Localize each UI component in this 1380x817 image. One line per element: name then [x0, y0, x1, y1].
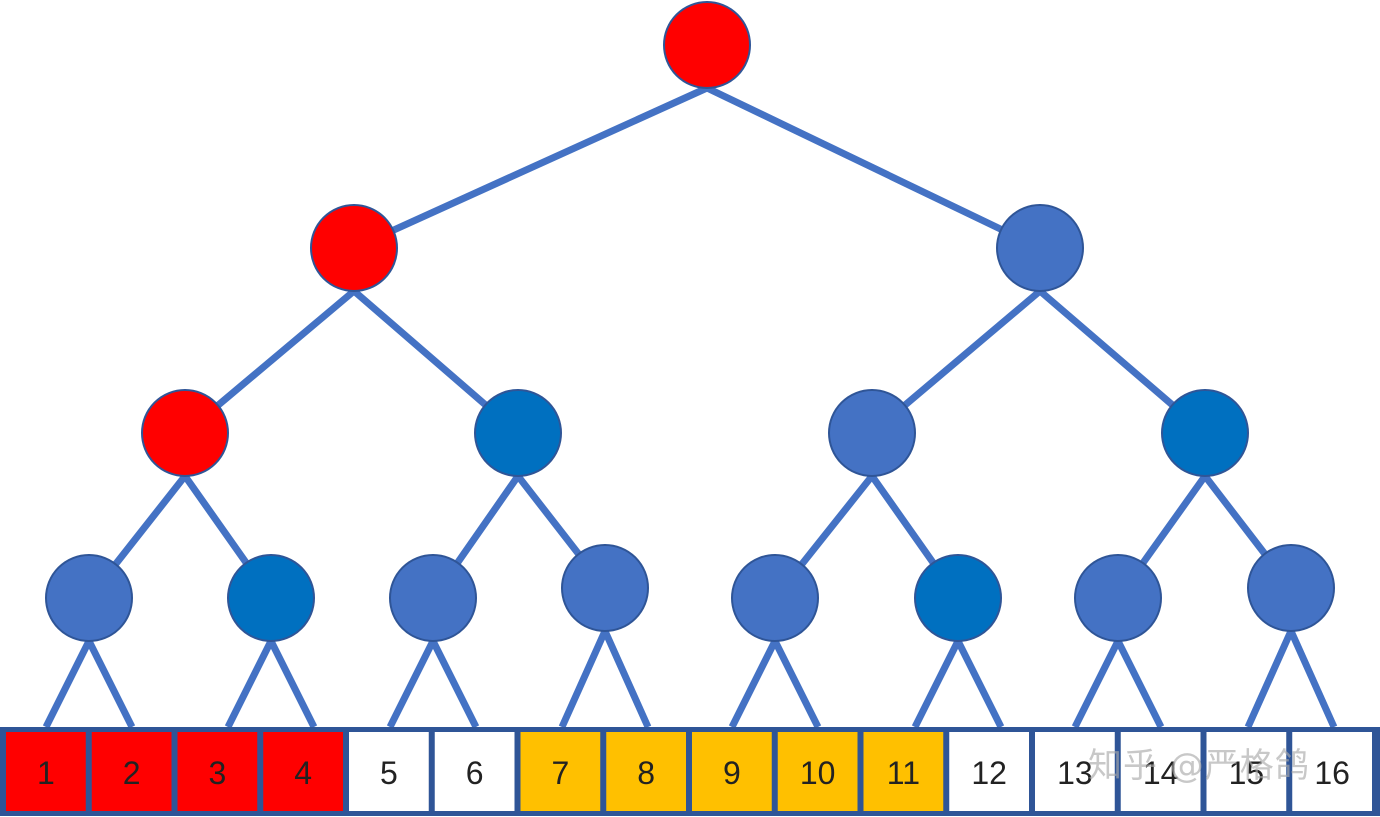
array-cell: [434, 732, 515, 811]
tree-edge: [899, 288, 1043, 411]
array-cell: [520, 732, 601, 811]
leaf-edge: [558, 629, 609, 729]
leaf-edge: [267, 639, 318, 729]
tree-edge: [1202, 473, 1271, 560]
array-cell: [349, 732, 429, 811]
array-cell-label: 5: [380, 755, 398, 791]
leaf-edge: [85, 639, 136, 729]
tree-edge: [1037, 288, 1178, 411]
tree-edge: [515, 473, 584, 560]
array-cell: [777, 732, 858, 811]
array-cell: [263, 732, 343, 811]
tree-edge: [388, 84, 709, 236]
tree-node: [1247, 544, 1335, 632]
tree-node: [474, 389, 562, 477]
leaf-edge: [728, 639, 779, 729]
array-cell: [1292, 732, 1372, 811]
tree-edges: [110, 84, 1271, 570]
leaf-edge: [1071, 639, 1122, 729]
array-cell-label: 16: [1314, 755, 1350, 791]
tree-edge: [452, 473, 521, 569]
tree-node: [663, 1, 751, 89]
leaf-edge: [771, 639, 822, 729]
tree-edge: [1137, 473, 1208, 569]
tree-node: [227, 554, 315, 642]
leaf-edge: [429, 639, 480, 729]
leaf-edge: [224, 639, 275, 729]
leaf-edge: [1287, 629, 1338, 729]
array-cell-label: 7: [551, 755, 569, 791]
array-cell-label: 2: [123, 755, 141, 791]
leaf-edge: [1244, 629, 1295, 729]
tree-edge: [705, 84, 1007, 235]
array-cell-label: 11: [887, 755, 920, 791]
leaf-edges: [42, 629, 1338, 729]
array-cell: [6, 732, 86, 811]
tree-node: [310, 204, 398, 292]
array-cell-label: 1: [37, 755, 55, 791]
tree-edge: [212, 288, 357, 411]
leaf-edge: [42, 639, 93, 729]
array-cell-label: 8: [637, 755, 655, 791]
tree-node: [1161, 389, 1249, 477]
tree-node: [1074, 554, 1162, 642]
tree-node: [914, 554, 1002, 642]
tree-node: [141, 389, 229, 477]
tree-edge: [796, 473, 875, 570]
leaf-edge: [1114, 639, 1165, 729]
array-cell-label: 6: [466, 755, 484, 791]
tree-node: [828, 389, 916, 477]
array-cell-label: 13: [1057, 755, 1093, 791]
leaf-edge: [386, 639, 437, 729]
tree-node: [389, 554, 477, 642]
tree-node: [996, 204, 1084, 292]
array-cell: [91, 732, 172, 811]
array-cell: [177, 732, 258, 811]
array-cell: [863, 732, 944, 811]
tree-nodes: [45, 1, 1335, 642]
tree-edge: [110, 473, 188, 570]
array-cell: [1035, 732, 1115, 811]
tree-edge: [351, 288, 491, 411]
watermark: 知乎 @严格鸽: [1088, 746, 1310, 786]
leaf-edge: [601, 629, 652, 729]
array-cell: [692, 732, 772, 811]
array-cell-label: 12: [971, 755, 1007, 791]
array-cell: [1206, 732, 1287, 811]
array-cell-label: 9: [723, 755, 741, 791]
array-cell: [1120, 732, 1201, 811]
array-cell-label: 15: [1229, 755, 1265, 791]
array-cell: [606, 732, 686, 811]
tree-node: [731, 554, 819, 642]
leaf-edge: [911, 639, 962, 729]
array-cell-label: 14: [1143, 755, 1179, 791]
array-cell: [949, 732, 1029, 811]
leaf-edge: [954, 639, 1005, 729]
array-cell-label: 3: [208, 755, 226, 791]
tree-node: [561, 544, 649, 632]
tree-edge: [182, 473, 252, 569]
array-cell-label: 4: [294, 755, 312, 791]
tree-edge: [869, 473, 939, 569]
tree-node: [45, 554, 133, 642]
array-cell-label: 10: [800, 755, 836, 791]
